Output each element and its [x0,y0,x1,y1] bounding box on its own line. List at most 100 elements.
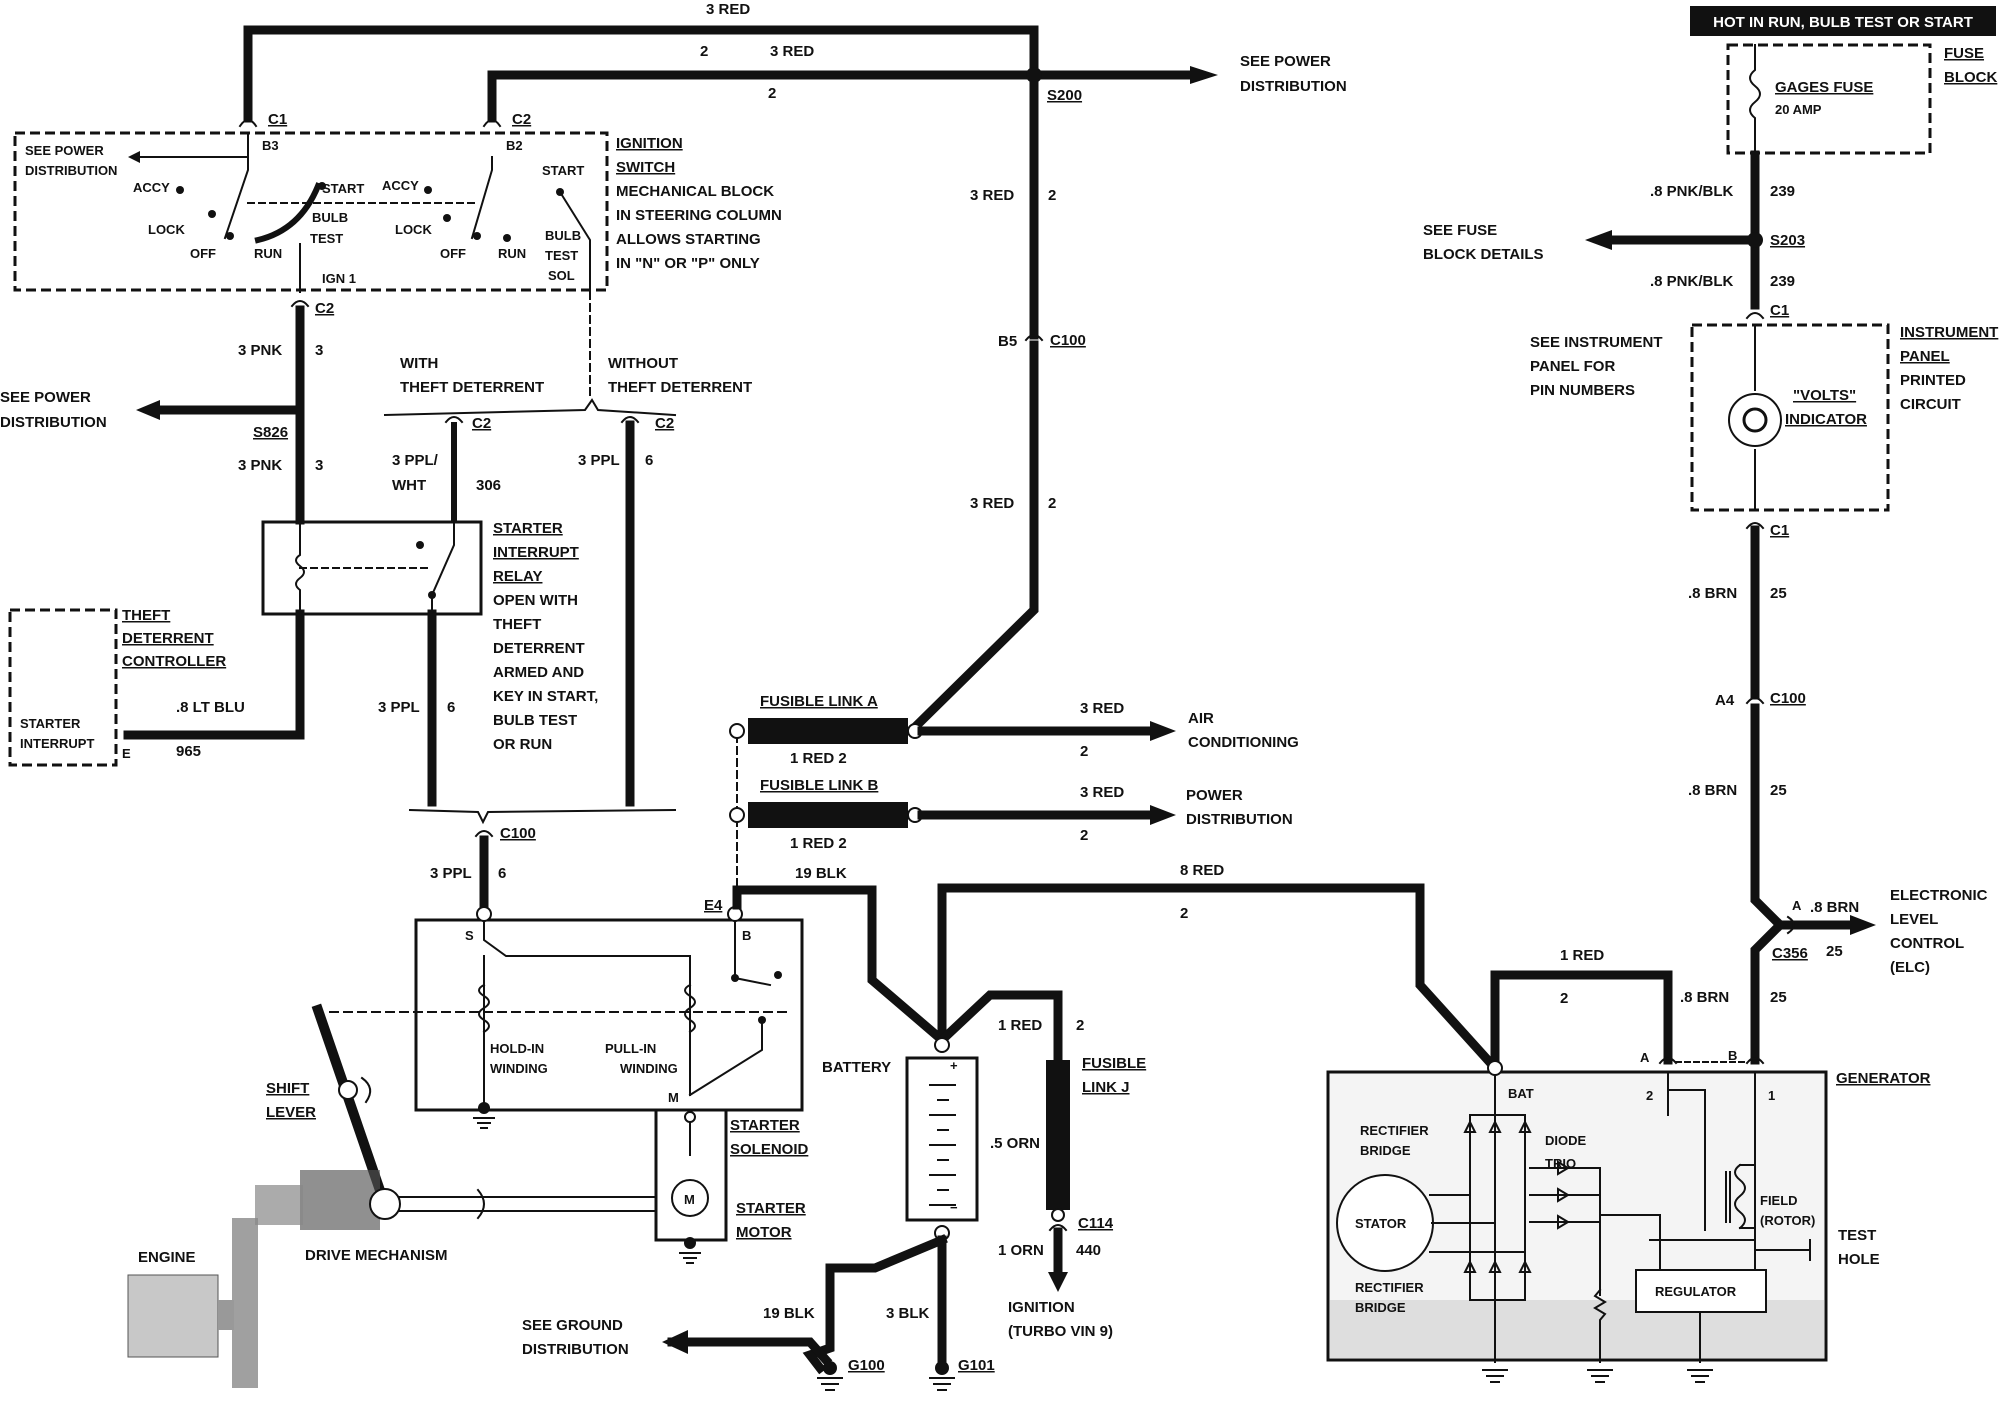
see-power-left-2: DISTRIBUTION [0,414,107,431]
wire-label-brn-b: .8 BRN [1688,782,1737,799]
c2-theft-connector [444,416,464,424]
see-power-internal-line [139,132,249,158]
air-label-1: AIR [1188,710,1214,727]
tdc-title-2: DETERRENT [122,630,214,647]
see-power-arrow-top [1190,66,1218,84]
wire-label-1red-gen: 1 RED [1560,947,1604,964]
wire-label-pnk-b: 3 PNK [238,457,282,474]
wire-label-8red: 8 RED [1180,862,1224,879]
wire-label-ppl-wht: 3 PPL/ [392,452,439,469]
relay-coil [295,521,305,615]
flb-left-terminal [729,807,745,823]
hold-in-2: WINDING [490,1061,548,1076]
ignition-switch-title-1: IGNITION [616,135,683,152]
volts-indicator [1728,393,1782,447]
accy-right: ACCY [382,178,419,193]
see-fuse-2: BLOCK DETAILS [1423,246,1544,263]
s826-label: S826 [253,424,288,441]
motor-symbol [671,1179,709,1217]
ign-see-power-1: SEE POWER [25,143,104,158]
air-label-2: CONDITIONING [1188,734,1299,751]
relay-title-1: STARTER [493,520,563,537]
elc-a-label: A [1792,898,1802,913]
b3-label: B3 [262,138,279,153]
wire-3red-right-lower [905,340,1039,737]
elc-label-2: LEVEL [1890,911,1938,928]
run-left: RUN [254,246,282,261]
wire-label-pnk-a-num: 3 [315,342,323,359]
c356-connector [1786,915,1795,935]
wire-label-19blk: 19 BLK [795,865,847,882]
wire-label-1red-gen-num: 2 [1560,990,1568,1007]
left-switch-arm [223,156,249,240]
ign1-label: IGN 1 [322,271,356,286]
gen-a-label: A [1640,1050,1650,1065]
instrument-panel-printed-circuit [1690,323,1890,512]
bat-label: BAT [1508,1086,1534,1101]
wire-1red-gen [1490,970,1673,1073]
ign-see-power-2: DISTRIBUTION [25,163,117,178]
gen-b-connector [1745,1057,1765,1065]
fusible-link-j [1046,1060,1070,1210]
see-power-top-2: DISTRIBUTION [1240,78,1347,95]
lock-left: LOCK [148,222,185,237]
lock-right: LOCK [395,222,432,237]
c100-gen-connector [1745,697,1765,705]
accy-left: ACCY [133,180,170,195]
wire-label-1orn: 1 ORN [998,1242,1044,1259]
gen-2-label: 2 [1646,1088,1653,1103]
ground-motor [684,1237,696,1249]
sol-right: SOL [548,268,575,283]
ground-sym-s [473,1117,495,1129]
wire-label-brn-elc: .8 BRN [1810,899,1859,916]
rectifier-1a: RECTIFIER [1360,1123,1429,1138]
pin-b-label: B [742,928,751,943]
field-label-2: (ROTOR) [1760,1213,1815,1228]
ign-desc-3: ALLOWS STARTING [616,231,761,248]
ign-desc-4: IN "N" OR "P" ONLY [616,255,760,272]
fla-2-label: 2 [1080,743,1088,760]
c100-bracket [408,808,677,825]
run-contact-r [503,234,511,242]
theft-bracket [383,398,677,417]
starter-solenoid [414,918,804,1112]
wire-label-306: 306 [476,477,501,494]
sol-plunger [688,1019,763,1097]
ign-desc-2: IN STEERING COLUMN [616,207,782,224]
wire-label-3blk: 3 BLK [886,1305,930,1322]
volts-label-2: INDICATOR [1785,411,1867,428]
drive-mechanism-label: DRIVE MECHANISM [305,1247,448,1264]
fusible-a-under: 1 RED 2 [790,750,847,767]
ignition-switch-title-2: SWITCH [616,159,675,176]
wire-3red-top [243,25,1039,123]
battery [905,1056,979,1222]
rectifier-1b: BRIDGE [1360,1143,1411,1158]
wire-label-lt-blu-num: 965 [176,743,201,760]
c100-sol-connector [474,830,494,838]
see-power-internal-arrow [128,151,140,163]
wire-label-c2-3red: 3 RED [770,43,814,60]
wire-label-brn-a-num: 25 [1770,585,1787,602]
with-theft-1: WITH [400,355,438,372]
wire-label-pnk-a: 3 PNK [238,342,282,359]
ip-label-1: INSTRUMENT [1900,324,1998,341]
see-fuse-1: SEE FUSE [1423,222,1497,239]
wire-label-440: 440 [1076,1242,1101,1259]
drive-shaft-arrow [476,1188,485,1220]
theft-deterrent-controller [8,608,118,767]
test-left: TEST [310,231,343,246]
relay-desc-4: OPEN WITH [493,592,578,609]
start-arc-left [254,182,322,244]
sol-contact-1 [731,974,739,982]
battery-minus: − [950,1200,958,1215]
hot-in-run-banner [1690,6,1996,36]
relay-contact-1 [416,541,424,549]
pd-label-1: POWER [1186,787,1243,804]
wire-brn-low [1750,918,1787,1065]
g100-sym [817,1377,843,1391]
without-theft-2: THEFT DETERRENT [608,379,752,396]
engine-block [127,1274,219,1358]
relay-desc-9: BULB TEST [493,712,577,729]
motor-m-text: M [684,1192,695,1207]
ignition-1: IGNITION [1008,1299,1075,1316]
